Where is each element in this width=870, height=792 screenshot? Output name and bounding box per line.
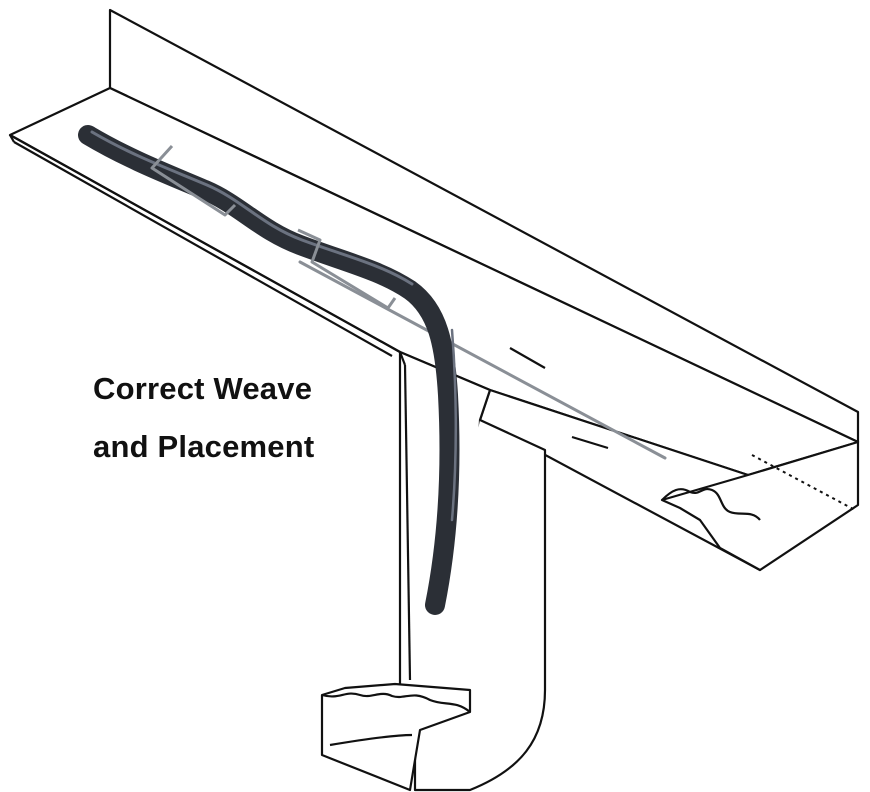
guide-wire: [298, 260, 667, 460]
caption-line-1: Correct Weave: [93, 371, 313, 406]
caption-line-2: and Placement: [93, 429, 315, 464]
gutter: [8, 8, 860, 572]
clip: [297, 228, 397, 310]
gutter-end-cap: [660, 440, 860, 572]
gutter-clips: [150, 144, 397, 310]
clip: [150, 144, 237, 217]
heat-cable: [78, 125, 460, 615]
downspout: [320, 350, 547, 792]
gutter-front-lip: [9, 134, 401, 353]
diagram-caption: Correct Weave and Placement: [93, 360, 393, 476]
gutter-hidden-edge: [751, 454, 856, 511]
